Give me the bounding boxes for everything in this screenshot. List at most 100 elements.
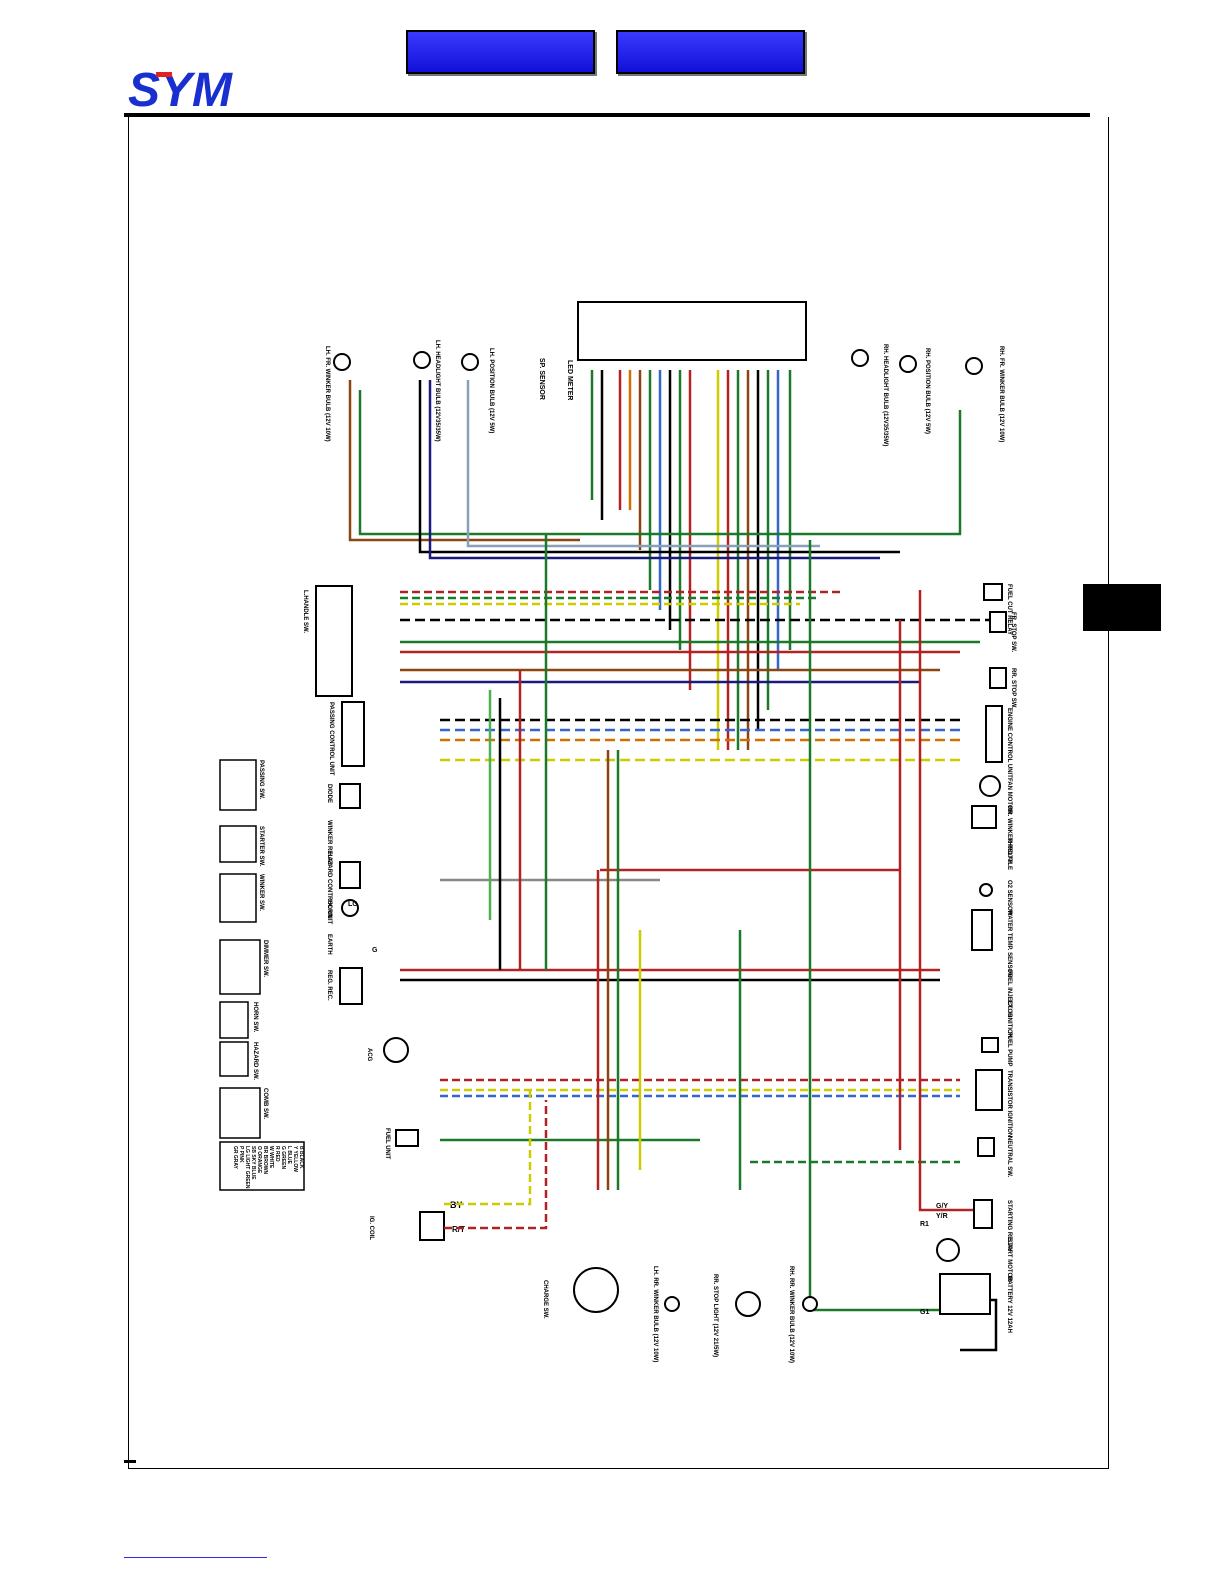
neutral-sw-box [977, 1137, 995, 1157]
wiring-diagram: LED METER SP. SENSOR LH. FR. WINKER BULB… [219, 301, 1016, 1363]
hazard-sw-title: HAZARD SW. [252, 1042, 258, 1080]
lh-position-label: LH. POSITION BULB (12V 5W) [488, 348, 494, 433]
ex-ignition-label: EX. IGNITION [1006, 1000, 1012, 1038]
lh-headlight-bulb [413, 351, 431, 369]
wire-label-g1: G1 [920, 1309, 929, 1316]
passing-control-box [341, 701, 365, 767]
dimmer-sw-title: DIMMER SW. [262, 940, 268, 977]
battery-box [939, 1273, 991, 1315]
footer-link[interactable] [124, 1557, 267, 1558]
starter-sw-title: STARTER SW. [258, 826, 264, 867]
neutral-sw-label: NEUTRAL SW. [1006, 1136, 1012, 1178]
rr-stop-sw-label: RR. STOP SW. [1010, 668, 1016, 709]
color-code-table [219, 1141, 305, 1191]
transistor-ignition-box [975, 1069, 1003, 1111]
rh-headlight-bulb [851, 349, 869, 367]
lh-front-winker-bulb [333, 353, 351, 371]
svg-text:LG LIGHT GREEN: LG LIGHT GREEN [244, 1146, 250, 1189]
lh-front-winker-label: LH. FR. WINKER BULB (12V 10W) [324, 346, 330, 442]
section-tab[interactable] [1083, 584, 1161, 631]
rh-front-winker-bulb [965, 357, 983, 375]
wire-label-lg: LG [348, 901, 358, 908]
engine-control-unit-box [985, 705, 1003, 763]
svg-text:GR GRAY: GR GRAY [232, 1146, 238, 1170]
led-meter-box [577, 301, 807, 361]
passing-control-label: PASSING CONTROL UNIT [328, 702, 334, 776]
fr-stop-sw-box [989, 611, 1007, 633]
ig-coil-rt-wire [444, 1100, 548, 1230]
rr-winker-relay-label: RR. WINKER RELAY [1006, 806, 1012, 864]
rh-headlight-label: RH. HEADLIGHT BULB (12V35/35W) [882, 344, 888, 446]
diode-label: DIODE [326, 784, 332, 803]
winker-relay-label: WINKER RELAY [326, 820, 332, 866]
comb-sw-table [219, 1087, 261, 1139]
battery-earth-wire [960, 1298, 998, 1352]
fr-stop-sw-label: FR. STOP SW. [1010, 612, 1016, 652]
reg-rec-label: REG. REC. [326, 970, 332, 1001]
logo-accent [156, 72, 172, 77]
logo-text: SYM [128, 64, 233, 112]
fan-motor-symbol [979, 775, 1001, 797]
svg-text:L BLUE: L BLUE [286, 1146, 292, 1165]
header-rule [124, 113, 1090, 117]
winker-sw-title: WINKER SW. [258, 874, 264, 911]
color-code-list: B BLACK Y YELLOW L BLUE G GREEN R RED W … [232, 1146, 304, 1189]
rh-position-bulb [899, 355, 917, 373]
o2-sensor-symbol [979, 883, 993, 897]
earth-label: EARTH [326, 934, 332, 955]
rh-front-winker-label: RH. FR. WINKER BULB (12V 10W) [998, 346, 1004, 442]
lh-rr-winker-label: LH. RR. WINKER BULB (12V 10W) [652, 1266, 658, 1362]
fuel-injector-label: FUEL INJECTOR [1006, 970, 1012, 1018]
rr-stop-light-label: RR. STOP LIGHT (12V 21/5W) [712, 1274, 718, 1357]
o2-sensor-label: O2 SENSOR [1006, 880, 1012, 916]
acg-label: ACG [366, 1048, 372, 1062]
charge-sw-symbol [573, 1267, 619, 1313]
hazard-sw-table [219, 1041, 249, 1077]
starting-relay-box [973, 1199, 993, 1229]
wire-label-yr: Y/R [936, 1213, 948, 1220]
sym-logo: SYM [128, 64, 233, 112]
start-motor-label: START MOTOR [1006, 1238, 1012, 1282]
svg-text:BR BROWN: BR BROWN [262, 1146, 268, 1174]
lhandle-sw-block [315, 585, 353, 697]
fuel-cut-label: FUEL CUT RELAY [1006, 584, 1012, 635]
dimmer-sw-table [219, 939, 261, 995]
rh-rr-winker-label: RH. RR. WINKER BULB (12V 10W) [788, 1266, 794, 1363]
reg-rec-box [339, 967, 363, 1005]
diode-box [339, 783, 361, 809]
horn-sw-title: HORN SW. [252, 1002, 258, 1033]
svg-text:P PINK: P PINK [238, 1146, 244, 1163]
previous-page-button[interactable] [406, 30, 595, 74]
wire-label-rt: R/T [452, 1225, 465, 1234]
frame-tick [124, 1460, 136, 1463]
throttle-label: THROTTLE [1006, 838, 1012, 870]
svg-text:G GREEN: G GREEN [280, 1146, 286, 1169]
hazard-control-label: HAZARD CONTROL UNIT [326, 852, 332, 925]
water-temp-label: WATER TEMP. SENSOR [1006, 910, 1012, 978]
svg-text:Y YELLOW: Y YELLOW [292, 1146, 298, 1172]
fan-motor-label: FAN MOTOR [1006, 778, 1012, 815]
comb-sw-title: COMB SW. [262, 1088, 268, 1119]
starter-sw-table [219, 825, 257, 863]
lhandle-sw-label: L.HANDLE SW. [302, 590, 308, 633]
svg-text:SB SKY BLUE: SB SKY BLUE [250, 1146, 256, 1180]
svg-text:R RED: R RED [274, 1146, 280, 1162]
passing-sw-table [219, 759, 257, 811]
horn-sw-table [219, 1001, 249, 1039]
next-page-button[interactable] [616, 30, 805, 74]
rh-position-label: RH. POSITION BULB (12V 5W) [924, 348, 930, 434]
rr-winker-relay-box [971, 805, 997, 829]
ig-coil-box [419, 1211, 445, 1241]
main-harness [348, 380, 1000, 1312]
meter-wires [590, 370, 792, 750]
winker-sw-table [219, 873, 257, 923]
rr-stop-light-bulb [735, 1291, 761, 1317]
acg-symbol [383, 1037, 409, 1063]
rr-stop-sw-box [989, 667, 1007, 689]
svg-text:O ORANGE: O ORANGE [256, 1146, 262, 1174]
svg-text:W WHITE: W WHITE [268, 1146, 274, 1169]
water-temp-box [971, 909, 993, 951]
fuel-cut-relay-box [983, 583, 1003, 601]
horn-label: HORN [326, 900, 332, 918]
led-meter-label: LED METER [566, 360, 573, 400]
